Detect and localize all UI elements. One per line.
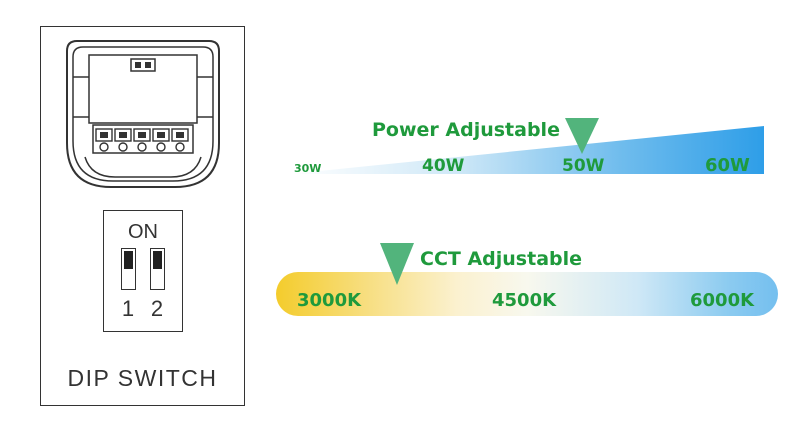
power-label-30w: 30W: [294, 162, 322, 175]
power-title: Power Adjustable: [372, 119, 560, 141]
cct-label-6000k: 6000K: [690, 290, 755, 311]
dip-switch-panel: ON 1 2 DIP SWITCH: [40, 26, 245, 406]
dip-on-label: ON: [128, 221, 158, 243]
cct-selection-marker: [380, 243, 414, 285]
power-selection-marker: [565, 118, 599, 154]
cct-title: CCT Adjustable: [420, 248, 583, 270]
cct-label-3000k: 3000K: [297, 290, 362, 311]
dip-switch: ON 1 2: [103, 210, 183, 332]
dip-switch-1[interactable]: [121, 248, 136, 290]
power-ramp: [290, 126, 764, 174]
dip-number-1: 1: [121, 296, 135, 321]
cct-label-4500k: 4500K: [492, 290, 557, 311]
dip-number-2: 2: [150, 296, 164, 321]
cct-gradient-bar: [276, 272, 778, 316]
dip-switch-caption: DIP SWITCH: [67, 365, 218, 391]
power-label-50w: 50W: [562, 156, 605, 176]
driver-housing-illustration: [66, 40, 220, 188]
power-label-60w: 60W: [705, 155, 750, 176]
dip-switch-2[interactable]: [150, 248, 165, 290]
power-label-40w: 40W: [422, 156, 465, 176]
